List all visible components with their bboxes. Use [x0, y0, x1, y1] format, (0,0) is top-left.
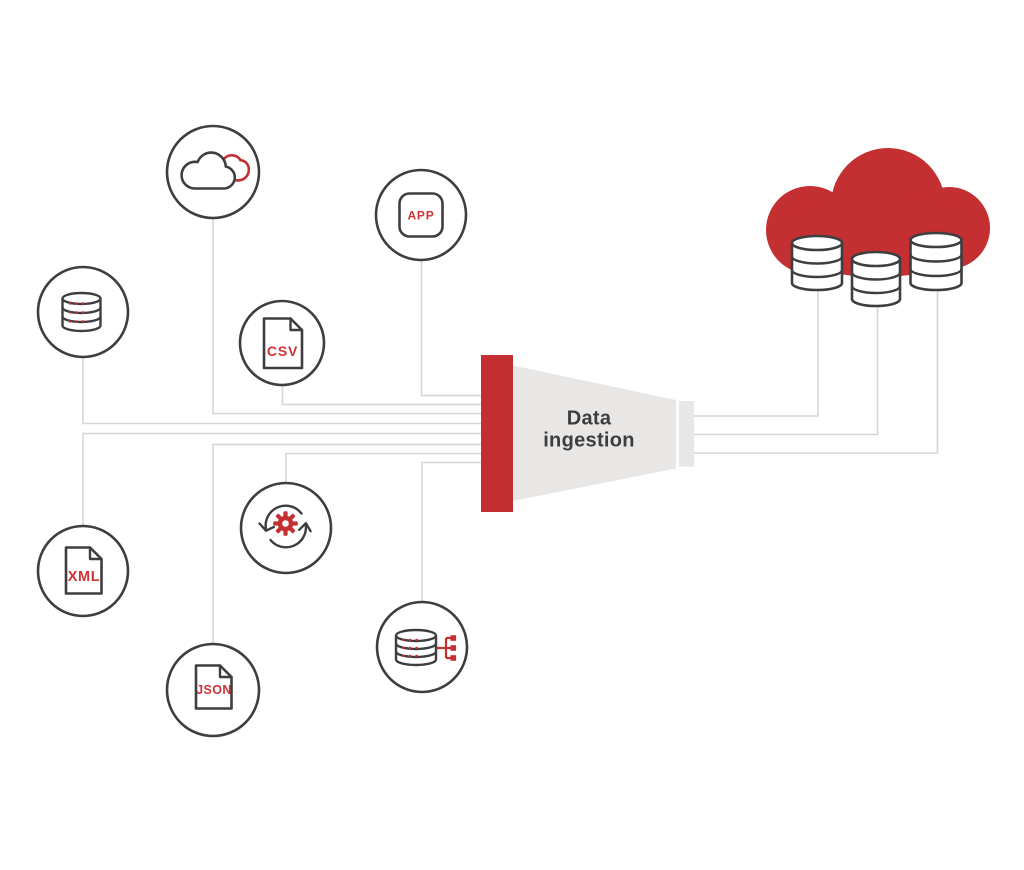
xml-file-icon: XML	[64, 546, 103, 595]
connector-dbnet-to-funnel	[421, 461, 482, 603]
connector-json-to-funnel	[212, 443, 482, 645]
xml-label: XML	[68, 569, 100, 585]
connector-sync-to-funnel	[285, 452, 482, 484]
network-branch	[436, 636, 451, 660]
source-json-node: JSON	[165, 642, 261, 738]
json-file-icon: JSON	[194, 664, 233, 710]
connector-funnel-to-db-right	[693, 286, 939, 454]
funnel: Data ingestion	[481, 355, 694, 512]
warehouse-db-left	[790, 234, 844, 292]
gear-glyph	[273, 511, 298, 536]
source-cloud-node	[165, 124, 261, 220]
dbnet-dots	[402, 638, 418, 657]
warehouse-db-right	[909, 231, 963, 292]
connector-app-to-funnel	[420, 260, 482, 397]
cloud-data-warehouse	[766, 148, 990, 308]
app-label: APP	[407, 209, 434, 223]
source-database-node	[36, 265, 130, 359]
funnel-body	[513, 365, 676, 501]
app-icon: APP	[398, 192, 444, 238]
database-dots	[69, 302, 85, 323]
database-network-icon	[394, 628, 457, 667]
funnel-intake-bar	[481, 355, 513, 512]
connector-cloud-to-funnel	[212, 217, 482, 415]
csv-label: CSV	[267, 343, 298, 359]
connector-csv-to-funnel	[281, 384, 482, 406]
network-endpoints	[450, 635, 457, 661]
database-icon	[61, 291, 102, 333]
connector-database-to-funnel	[82, 356, 482, 425]
funnel-spout	[679, 401, 694, 467]
funnel-label-line1: Data	[567, 408, 612, 430]
source-sync-node	[239, 481, 333, 575]
source-xml-node: XML	[36, 524, 130, 618]
connector-xml-to-funnel	[82, 432, 482, 527]
connector-funnel-to-db-middle	[693, 301, 879, 436]
sync-gear-icon	[258, 504, 312, 549]
warehouse-db-middle	[850, 250, 902, 308]
connector-funnel-to-db-left	[693, 286, 819, 417]
csv-file-icon: CSV	[262, 317, 304, 370]
source-dbnet-node	[375, 600, 469, 694]
funnel-label-line2: ingestion	[543, 430, 635, 452]
source-app-node: APP	[374, 168, 468, 262]
cloud-sync-icon	[180, 151, 251, 190]
source-csv-node: CSV	[238, 299, 326, 387]
destination-connectors	[693, 286, 939, 454]
json-label: JSON	[196, 683, 232, 697]
source-connectors	[82, 217, 482, 645]
